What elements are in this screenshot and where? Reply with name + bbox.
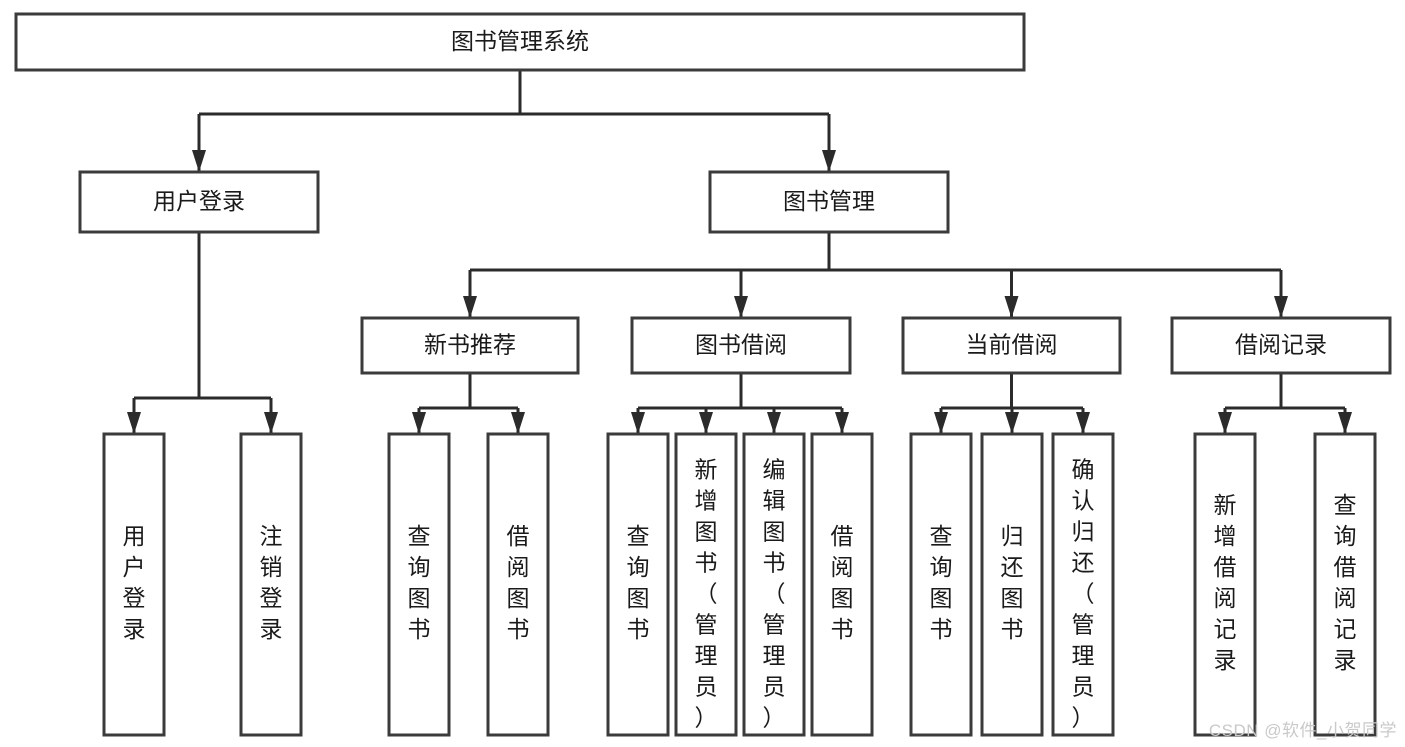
node-box-leaf-return-book[interactable]	[980, 432, 1044, 737]
node-leaf-edit-book[interactable]: 编辑图书（管理员）	[742, 432, 806, 737]
node-box-leaf-borrow-book-1[interactable]	[486, 432, 550, 737]
node-box-leaf-query-book-1[interactable]	[387, 432, 451, 737]
node-root[interactable]: 图书管理系统	[14, 12, 1026, 72]
node-label-borrow-records: 借阅记录	[1235, 332, 1327, 358]
csdn-watermark: CSDN @软件_小贺同学	[1208, 721, 1397, 740]
node-borrow-records[interactable]: 借阅记录	[1170, 316, 1392, 375]
node-box-leaf-add-book[interactable]	[674, 432, 738, 737]
node-leaf-query-book-3[interactable]: 查询图书	[909, 432, 973, 737]
arrow-head-icon	[192, 150, 206, 172]
node-box-leaf-edit-book[interactable]	[742, 432, 806, 737]
node-box-borrow-records[interactable]	[1170, 316, 1392, 375]
node-label-root: 图书管理系统	[451, 28, 589, 54]
arrow-head-icon	[264, 412, 278, 434]
arrow-head-icon	[1274, 296, 1288, 318]
arrow-head-icon	[1218, 412, 1232, 434]
node-label-leaf-query-book-1: 查询图书	[408, 523, 431, 642]
node-box-leaf-borrow-book-2[interactable]	[810, 432, 874, 737]
node-label-leaf-add-record: 新增借阅记录	[1214, 492, 1237, 673]
node-label-leaf-user-login: 用户登录	[123, 523, 146, 642]
node-box-new-book-recommend[interactable]	[360, 316, 580, 375]
node-label-leaf-borrow-book-2: 借阅图书	[831, 523, 854, 642]
node-label-leaf-query-book-3: 查询图书	[930, 523, 953, 642]
node-label-current-borrow: 当前借阅	[966, 332, 1058, 358]
node-leaf-borrow-book-2[interactable]: 借阅图书	[810, 432, 874, 737]
arrow-head-icon	[1005, 412, 1019, 434]
node-box-leaf-logout[interactable]	[239, 432, 303, 737]
arrow-head-icon	[412, 412, 426, 434]
node-leaf-user-login[interactable]: 用户登录	[102, 432, 166, 737]
node-book-management[interactable]: 图书管理	[708, 170, 950, 234]
node-label-leaf-return-book: 归还图书	[1001, 523, 1024, 642]
arrow-head-icon	[699, 412, 713, 434]
node-box-leaf-user-login[interactable]	[102, 432, 166, 737]
arrow-head-icon	[1004, 296, 1019, 318]
node-label-new-book-recommend: 新书推荐	[424, 332, 516, 358]
node-box-current-borrow[interactable]	[901, 316, 1122, 375]
node-current-borrow[interactable]: 当前借阅	[901, 316, 1122, 375]
arrow-head-icon	[822, 150, 836, 172]
node-label-leaf-logout: 注销登录	[260, 523, 283, 642]
node-box-user-login[interactable]	[78, 170, 320, 234]
node-leaf-add-book[interactable]: 新增图书（管理员）	[674, 432, 738, 737]
node-leaf-query-book-1[interactable]: 查询图书	[387, 432, 451, 737]
node-label-leaf-query-record: 查询借阅记录	[1334, 492, 1357, 673]
node-leaf-query-book-2[interactable]: 查询图书	[606, 432, 670, 737]
node-leaf-add-record[interactable]: 新增借阅记录	[1193, 432, 1257, 737]
node-box-root[interactable]	[14, 12, 1026, 72]
node-label-leaf-confirm-return: 确认归还（管理员）	[1072, 457, 1095, 731]
node-box-leaf-confirm-return[interactable]	[1051, 432, 1115, 737]
node-box-book-management[interactable]	[708, 170, 950, 234]
arrow-head-icon	[835, 412, 849, 434]
node-label-leaf-query-book-2: 查询图书	[627, 523, 650, 642]
connector-layer	[127, 70, 1352, 434]
arrow-head-icon	[631, 412, 645, 434]
arrow-head-icon	[734, 296, 748, 318]
node-new-book-recommend[interactable]: 新书推荐	[360, 316, 580, 375]
node-label-leaf-borrow-book-1: 借阅图书	[507, 523, 530, 642]
node-label-user-login: 用户登录	[153, 188, 245, 214]
node-leaf-confirm-return[interactable]: 确认归还（管理员）	[1051, 432, 1115, 737]
node-book-borrow[interactable]: 图书借阅	[630, 316, 852, 375]
node-label-leaf-add-book: 新增图书（管理员）	[695, 457, 718, 731]
node-label-book-management: 图书管理	[783, 188, 875, 214]
arrow-head-icon	[463, 296, 477, 318]
node-box-leaf-add-record[interactable]	[1193, 432, 1257, 737]
node-box-leaf-query-book-2[interactable]	[606, 432, 670, 737]
arrow-head-icon	[127, 412, 141, 434]
node-label-book-borrow: 图书借阅	[695, 332, 787, 358]
node-box-leaf-query-record[interactable]	[1313, 432, 1377, 737]
node-user-login[interactable]: 用户登录	[78, 170, 320, 234]
arrow-head-icon	[1338, 412, 1352, 434]
arrow-head-icon	[1076, 412, 1090, 434]
node-leaf-borrow-book-1[interactable]: 借阅图书	[486, 432, 550, 737]
node-leaf-return-book[interactable]: 归还图书	[980, 432, 1044, 737]
arrow-head-icon	[767, 412, 781, 434]
node-label-leaf-edit-book: 编辑图书（管理员）	[763, 457, 786, 731]
arrow-head-icon	[511, 412, 525, 434]
node-box-leaf-query-book-3[interactable]	[909, 432, 973, 737]
node-box-book-borrow[interactable]	[630, 316, 852, 375]
arrow-head-icon	[934, 412, 948, 434]
node-leaf-query-record[interactable]: 查询借阅记录	[1313, 432, 1377, 737]
node-leaf-logout[interactable]: 注销登录	[239, 432, 303, 737]
